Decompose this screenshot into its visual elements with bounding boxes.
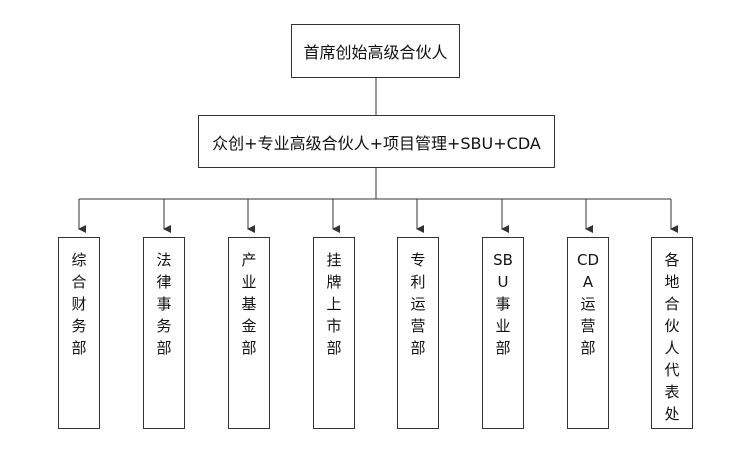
dept-box-legal: 法律事务部 [143, 237, 185, 429]
root-label: 首席创始高级合伙人 [303, 43, 448, 62]
dept-label: SBU事业部 [493, 251, 513, 357]
dept-label: 挂牌上市部 [326, 251, 342, 357]
dept-label: 综合财务部 [71, 251, 87, 357]
dept-box-industry-fund: 产业基金部 [228, 237, 270, 429]
root-node: 首席创始高级合伙人 [291, 24, 460, 78]
dept-box-listing: 挂牌上市部 [313, 237, 355, 429]
dept-box-sbu: SBU事业部 [482, 237, 524, 429]
dept-label: CDA运营部 [576, 251, 600, 357]
dept-box-patent: 专利运营部 [397, 237, 439, 429]
second-level-node: 众创+专业高级合伙人+项目管理+SBU+CDA [198, 115, 555, 168]
dept-label: 法律事务部 [156, 251, 172, 357]
dept-label: 各地合伙人代表处 [664, 251, 680, 423]
dept-box-cda: CDA运营部 [567, 237, 609, 429]
dept-label: 专利运营部 [410, 251, 426, 357]
dept-box-finance: 综合财务部 [58, 237, 100, 429]
second-level-label: 众创+专业高级合伙人+项目管理+SBU+CDA [212, 133, 541, 153]
dept-box-regional-offices: 各地合伙人代表处 [651, 237, 693, 429]
dept-label: 产业基金部 [241, 251, 257, 357]
